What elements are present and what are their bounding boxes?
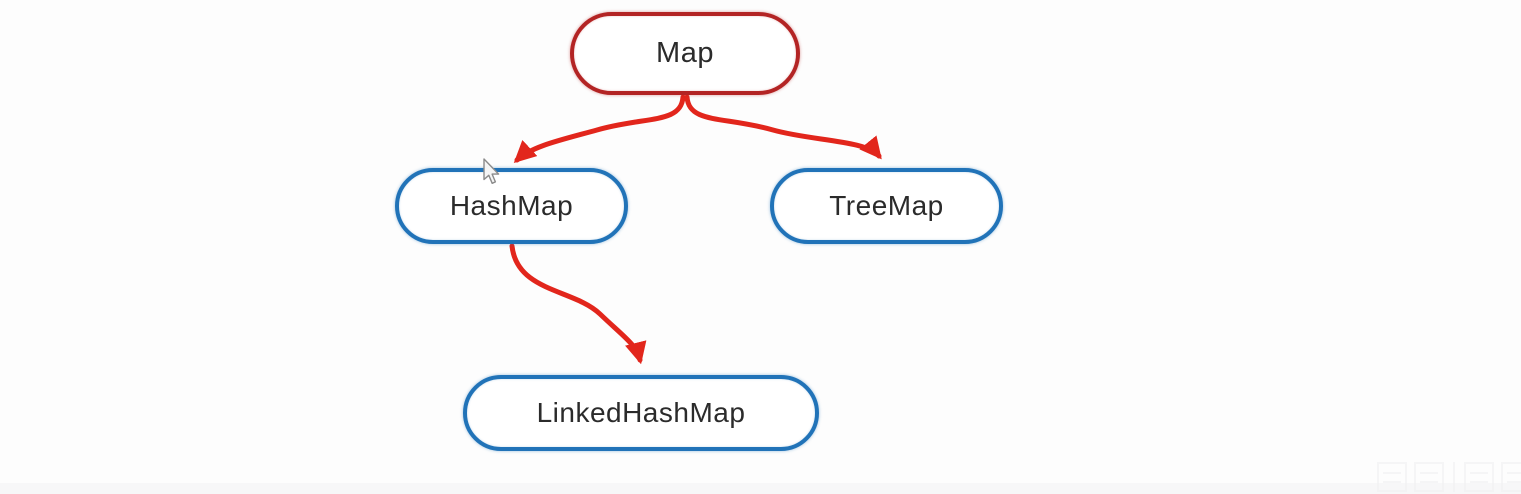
node-linkedhashmap-label: LinkedHashMap bbox=[536, 397, 746, 428]
node-hashmap-label: HashMap bbox=[449, 190, 574, 221]
node-map: Map bbox=[570, 12, 800, 95]
edge-map-to-hashmap bbox=[513, 94, 686, 163]
bottom-strip bbox=[0, 483, 1521, 494]
node-hashmap: HashMap bbox=[395, 168, 628, 244]
node-treemap: TreeMap bbox=[770, 168, 1003, 244]
node-treemap-label: TreeMap bbox=[829, 190, 944, 221]
node-map-label: Map bbox=[656, 37, 714, 69]
node-linkedhashmap: LinkedHashMap bbox=[463, 375, 819, 451]
edge-map-to-treemap bbox=[684, 94, 882, 160]
edge-hashmap-to-linkedhashmap bbox=[509, 243, 647, 365]
